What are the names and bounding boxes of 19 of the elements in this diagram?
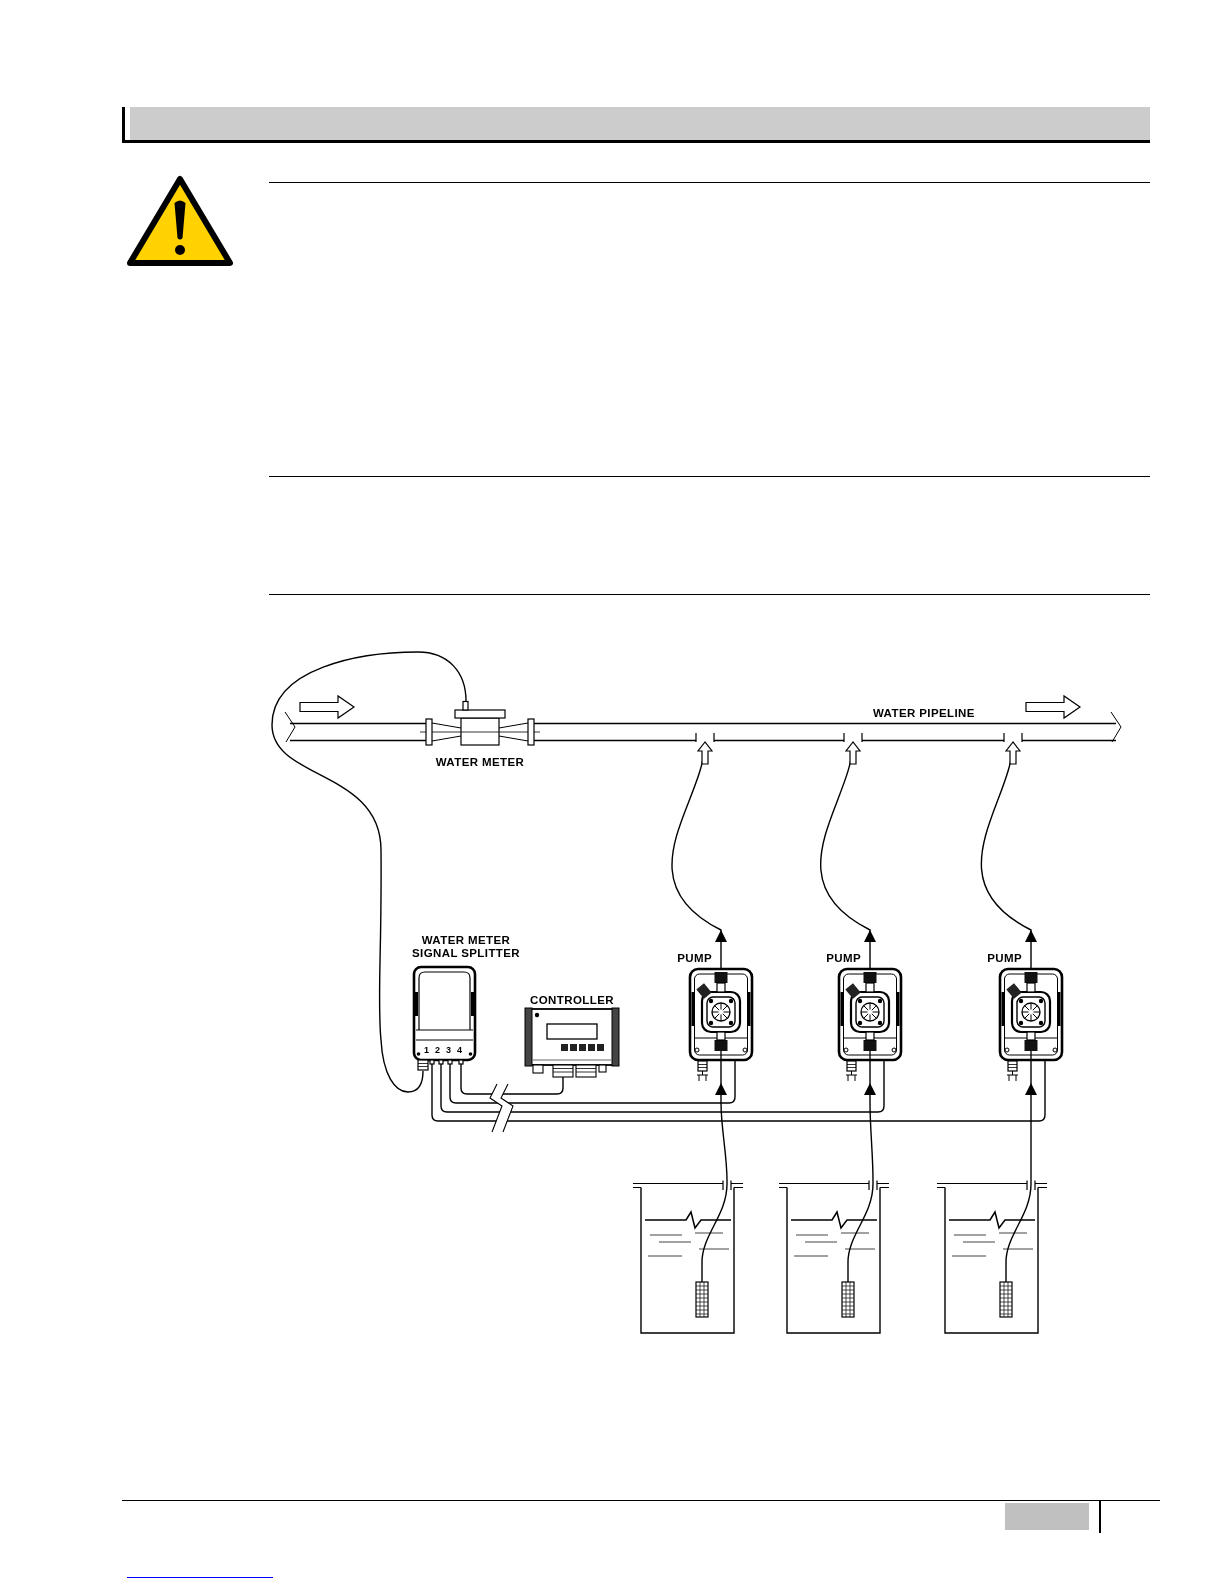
splitter-label: WATER METER SIGNAL SPLITTER: [411, 934, 521, 960]
terminal-number: 3: [446, 1045, 451, 1055]
signal-cable: [271, 651, 467, 1093]
controller-label: CONTROLLER: [529, 994, 615, 1007]
pump-label: PUMP: [677, 952, 712, 965]
terminal-number: 1: [424, 1045, 429, 1055]
signal-cable: [440, 1072, 885, 1113]
terminal-number: 4: [457, 1045, 462, 1055]
signal-cable: [449, 1072, 736, 1104]
signal-cable: [431, 1072, 1046, 1122]
tube-arrow: [715, 1082, 728, 1181]
terminal-number: 2: [435, 1045, 440, 1055]
pipeline-label: WATER PIPELINE: [873, 707, 975, 720]
pump-label: PUMP: [987, 952, 1022, 965]
signal-cable: [460, 1072, 564, 1095]
tube-arrow: [864, 1082, 876, 1181]
pump-label: PUMP: [826, 952, 861, 965]
meter-label: WATER METER: [434, 756, 526, 769]
tube-arrow: [1025, 1082, 1037, 1181]
